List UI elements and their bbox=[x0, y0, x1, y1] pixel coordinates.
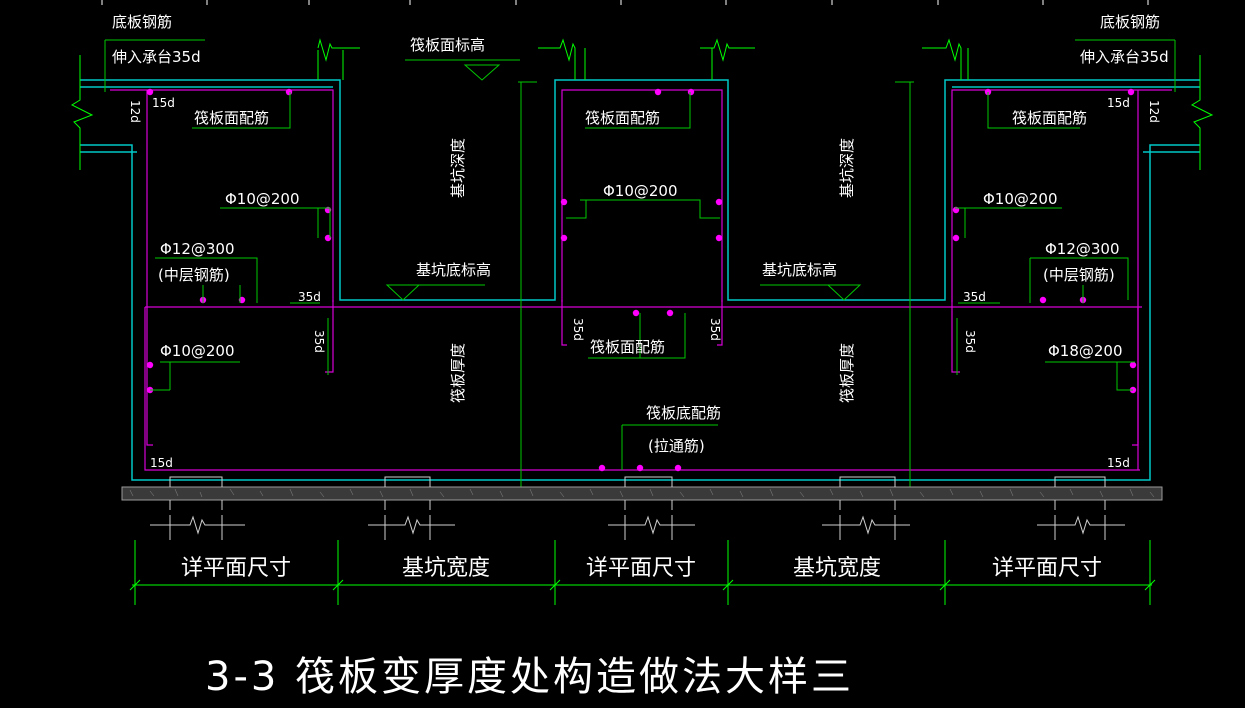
label-through-bar: (拉通筋) bbox=[648, 437, 705, 455]
leader-lines bbox=[104, 39, 1176, 488]
label-raft-thickness-left: 筏板厚度 bbox=[449, 343, 467, 403]
cushion-hatch bbox=[129, 488, 1155, 498]
dim-label-4: 基坑宽度 bbox=[793, 556, 881, 581]
label-15d-br: 15d bbox=[1107, 456, 1130, 470]
concrete-outline bbox=[80, 79, 1200, 481]
dim-label-5: 详平面尺寸 bbox=[992, 556, 1102, 581]
label-top-bar-center: 筏板面配筋 bbox=[585, 109, 660, 127]
label-35d-right-v: 35d bbox=[963, 330, 977, 353]
rebar-dots bbox=[146, 88, 1137, 472]
label-phi12-left: Φ12@300 bbox=[160, 240, 235, 258]
label-phi12-right: Φ12@300 bbox=[1045, 240, 1120, 258]
label-35d-left-h: 35d bbox=[298, 290, 321, 304]
label-15d-bl: 15d bbox=[150, 456, 173, 470]
pile-stubs bbox=[150, 476, 1125, 540]
label-anchor-left: 伸入承台35d bbox=[112, 48, 201, 66]
top-tick-marks bbox=[101, 0, 1149, 5]
label-mid-bar-left: (中层钢筋) bbox=[158, 266, 230, 284]
label-mid-bar-right: (中层钢筋) bbox=[1043, 266, 1115, 284]
label-35d-center-l: 35d bbox=[571, 318, 585, 341]
label-bottom-bar-right: 底板钢筋 bbox=[1100, 13, 1160, 31]
label-12d-tr: 12d bbox=[1147, 100, 1161, 123]
label-pit-bottom-elev-left: 基坑底标高 bbox=[416, 261, 491, 279]
label-phi10-center: Φ10@200 bbox=[603, 182, 678, 200]
label-35d-center-r: 35d bbox=[708, 318, 722, 341]
label-15d-tl: 15d bbox=[152, 96, 175, 110]
label-phi10-left-top: Φ10@200 bbox=[225, 190, 300, 208]
label-top-bar-mid-center: 筏板面配筋 bbox=[590, 338, 665, 356]
label-12d-tl: 12d bbox=[128, 100, 142, 123]
label-anchor-right: 伸入承台35d bbox=[1080, 48, 1169, 66]
label-raft-top-elev: 筏板面标高 bbox=[410, 36, 485, 54]
rebar-lines bbox=[110, 89, 1172, 471]
label-bottom-bar-center: 筏板底配筋 bbox=[646, 404, 721, 422]
dim-label-1: 详平面尺寸 bbox=[181, 556, 291, 581]
label-bottom-bar-left: 底板钢筋 bbox=[112, 13, 172, 31]
label-35d-right-h: 35d bbox=[963, 290, 986, 304]
label-top-bar-left: 筏板面配筋 bbox=[194, 109, 269, 127]
label-pit-depth-right: 基坑深度 bbox=[838, 138, 856, 198]
label-pit-bottom-elev-right: 基坑底标高 bbox=[762, 261, 837, 279]
drawing-title: 3-3 筏板变厚度处构造做法大样三 bbox=[205, 654, 854, 700]
label-15d-tr: 15d bbox=[1107, 96, 1130, 110]
cushion-layer bbox=[121, 486, 1163, 501]
break-lines bbox=[70, 38, 1214, 170]
label-pit-depth-left: 基坑深度 bbox=[449, 138, 467, 198]
label-35d-left-v: 35d bbox=[312, 330, 326, 353]
label-raft-thickness-right: 筏板厚度 bbox=[838, 343, 856, 403]
label-phi10-right-top: Φ10@200 bbox=[983, 190, 1058, 208]
dim-label-3: 详平面尺寸 bbox=[586, 556, 696, 581]
dim-label-2: 基坑宽度 bbox=[402, 556, 490, 581]
label-phi10-left-bottom: Φ10@200 bbox=[160, 342, 235, 360]
dimension-line bbox=[129, 540, 1156, 605]
label-top-bar-right: 筏板面配筋 bbox=[1012, 109, 1087, 127]
label-phi18-right-bottom: Φ18@200 bbox=[1048, 342, 1123, 360]
